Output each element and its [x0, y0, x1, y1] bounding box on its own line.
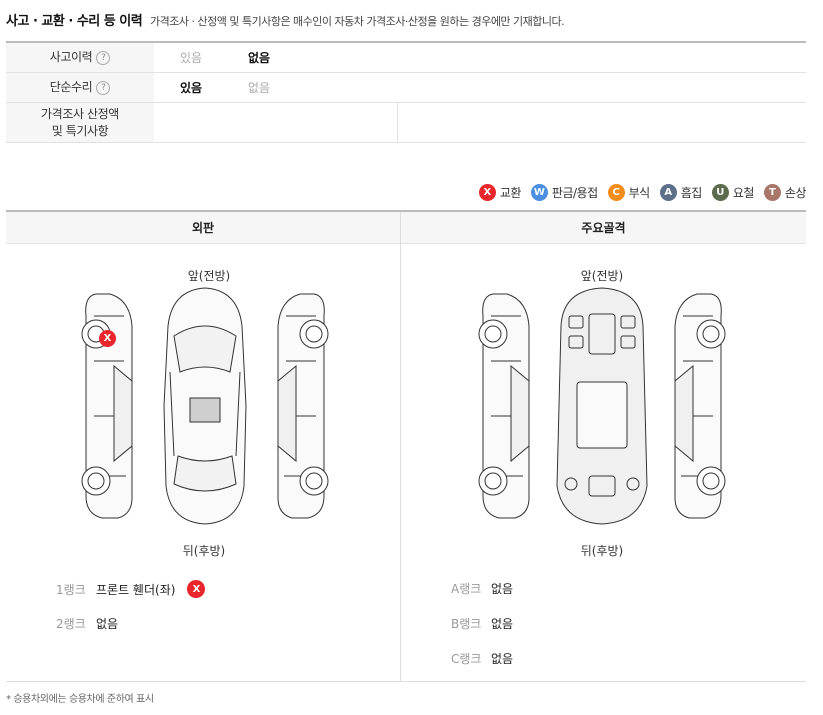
- corrosion-icon: C: [607, 184, 625, 201]
- legend-item-dent: U 요철: [711, 184, 754, 201]
- frame-column: 주요골격 앞(전방) 뒤(후방): [401, 212, 806, 681]
- legend-item-exchange: X 교환: [478, 184, 521, 201]
- rankC-value: 없음: [491, 652, 514, 666]
- frame-car-diagram: [478, 287, 726, 525]
- rankB-label: B랭크: [451, 617, 482, 631]
- accident-no-option: 없음: [248, 51, 271, 65]
- rear-caption: 뒤(후방): [182, 544, 226, 558]
- remarks-value-cell: [398, 103, 806, 142]
- exterior-car-diagram: [81, 287, 329, 525]
- rank2-row: 2랭크 없음: [56, 615, 118, 632]
- rankA-row: A랭크 없음: [451, 580, 513, 597]
- exchange-icon: X: [478, 184, 496, 201]
- rank1-row: 1랭크 프론트 휀더(좌) X: [56, 580, 206, 598]
- accident-history-row: 사고이력 ? 있음 없음: [6, 43, 806, 73]
- rankA-value: 없음: [491, 582, 514, 596]
- simple-repair-yes-option: 있음: [180, 81, 203, 95]
- rank1-label: 1랭크: [56, 582, 86, 597]
- price-value-cell: [154, 103, 398, 142]
- rankB-value: 없음: [491, 617, 514, 631]
- legend-item-corrosion: C 부식: [607, 184, 650, 201]
- price-remarks-label: 가격조사 산정액 및 특기사항: [6, 103, 154, 142]
- rankA-label: A랭크: [451, 582, 482, 596]
- help-icon[interactable]: ?: [96, 80, 111, 95]
- damage-legend: X 교환 W 판금/용접 C 부식 A 흠집 U 요철 T 손상: [469, 184, 807, 201]
- rank2-value: 없음: [96, 617, 119, 631]
- simple-repair-row: 단순수리 ? 있음 없음: [6, 73, 806, 103]
- rank2-label: 2랭크: [56, 617, 86, 631]
- section-subtitle: 가격조사 · 산정액 및 특기사항은 매수인이 자동차 가격조사·산정을 원하는…: [150, 15, 565, 28]
- damage-diagram-section: 외판 앞(전방) 뒤(후방): [6, 210, 806, 682]
- front-caption: 앞(전방): [187, 269, 231, 283]
- footnote: * 승용차외에는 승용차에 준하여 표시: [6, 694, 154, 705]
- frame-header: 주요골격: [401, 212, 806, 244]
- front-caption: 앞(전방): [580, 269, 624, 283]
- exterior-header: 외판: [6, 212, 400, 244]
- dent-icon: U: [711, 184, 729, 201]
- help-icon[interactable]: ?: [96, 50, 111, 65]
- rankC-label: C랭크: [451, 652, 482, 666]
- welding-icon: W: [530, 184, 548, 201]
- exchange-marker-icon: X: [187, 580, 206, 598]
- scratch-icon: A: [659, 184, 677, 201]
- exterior-column: 외판 앞(전방) 뒤(후방): [6, 212, 401, 681]
- legend-item-welding: W 판금/용접: [530, 184, 598, 201]
- rear-caption: 뒤(후방): [580, 544, 624, 558]
- accident-history-label: 사고이력 ?: [6, 43, 154, 72]
- legend-item-scratch: A 흠집: [659, 184, 702, 201]
- section-header: 사고 · 교환 · 수리 등 이력 가격조사 · 산정액 및 특기사항은 매수인…: [6, 10, 816, 30]
- damage-icon: T: [763, 184, 781, 201]
- section-title: 사고 · 교환 · 수리 등 이력: [6, 14, 143, 29]
- history-table: 사고이력 ? 있음 없음 단순수리 ? 있음 없음 가격조사 산정액 및 특기사…: [6, 41, 806, 143]
- simple-repair-no-option: 없음: [248, 81, 271, 95]
- rankB-row: B랭크 없음: [451, 615, 513, 632]
- accident-yes-option: 있음: [180, 51, 203, 65]
- price-remarks-row: 가격조사 산정액 및 특기사항: [6, 103, 806, 143]
- rankC-row: C랭크 없음: [451, 650, 513, 667]
- rank1-value: 프론트 휀더(좌): [96, 582, 176, 597]
- simple-repair-label: 단순수리 ?: [6, 73, 154, 102]
- legend-item-damage: T 손상: [763, 184, 807, 201]
- front-fender-left-exchange-marker[interactable]: X: [99, 330, 116, 347]
